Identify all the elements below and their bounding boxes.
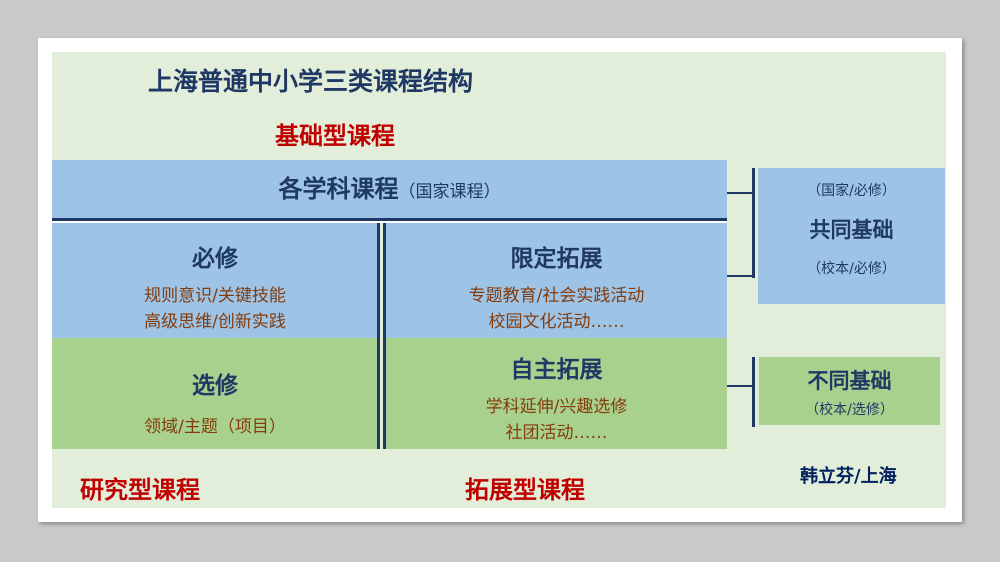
required-line: 规则意识/关键技能 <box>144 286 286 306</box>
self-extension-box: 自主拓展 学科延伸/兴趣选修社团活动…… <box>386 338 727 449</box>
extension-course-label: 拓展型课程 <box>465 476 585 504</box>
required-box: 必修 规则意识/关键技能高级思维/创新实践 <box>52 223 378 338</box>
limited-extension-line: 专题教育/社会实践活动 <box>468 286 645 306</box>
limited-extension-box: 限定拓展 专题教育/社会实践活动校园文化活动…… <box>386 223 727 338</box>
self-extension-line: 学科延伸/兴趣选修 <box>485 397 628 417</box>
subject-course-bar: 各学科课程（国家课程） <box>52 160 727 218</box>
common-top: （国家/必修） <box>807 183 896 199</box>
required-title: 必修 <box>192 246 238 272</box>
bracket-line <box>752 168 755 278</box>
self-extension-line: 社团活动…… <box>505 423 608 443</box>
elective-box: 选修 领域/主题（项目） <box>52 338 378 449</box>
divider <box>52 221 727 223</box>
common-foundation-box: （国家/必修） 共同基础 （校本/必修） <box>758 168 945 304</box>
bracket-line <box>727 192 753 194</box>
self-extension-title: 自主拓展 <box>510 357 603 383</box>
common-title: 共同基础 <box>809 218 894 242</box>
bracket-line <box>752 357 755 427</box>
elective-line: 领域/主题（项目） <box>144 417 286 437</box>
author-label: 韩立芬/上海 <box>800 466 897 487</box>
elective-title: 选修 <box>192 373 238 399</box>
bracket-line <box>727 385 753 387</box>
vertical-divider <box>377 223 380 449</box>
subject-course-title: 各学科课程 <box>278 175 399 203</box>
subject-course-sub: （国家课程） <box>398 182 501 202</box>
different-foundation-box: 不同基础 （校本/选修） <box>759 357 940 425</box>
vertical-divider <box>383 223 386 449</box>
different-title: 不同基础 <box>807 369 892 393</box>
bracket-line <box>727 275 753 277</box>
divider <box>52 218 727 221</box>
required-line: 高级思维/创新实践 <box>144 312 286 332</box>
limited-extension-line: 校园文化活动…… <box>488 312 625 332</box>
research-course-label: 研究型课程 <box>80 476 200 504</box>
limited-extension-title: 限定拓展 <box>510 246 603 272</box>
common-bottom: （校本/必修） <box>807 261 896 277</box>
foundational-course-label: 基础型课程 <box>275 122 395 150</box>
diagram-title: 上海普通中小学三类课程结构 <box>148 67 474 96</box>
different-sub: （校本/选修） <box>805 402 894 418</box>
